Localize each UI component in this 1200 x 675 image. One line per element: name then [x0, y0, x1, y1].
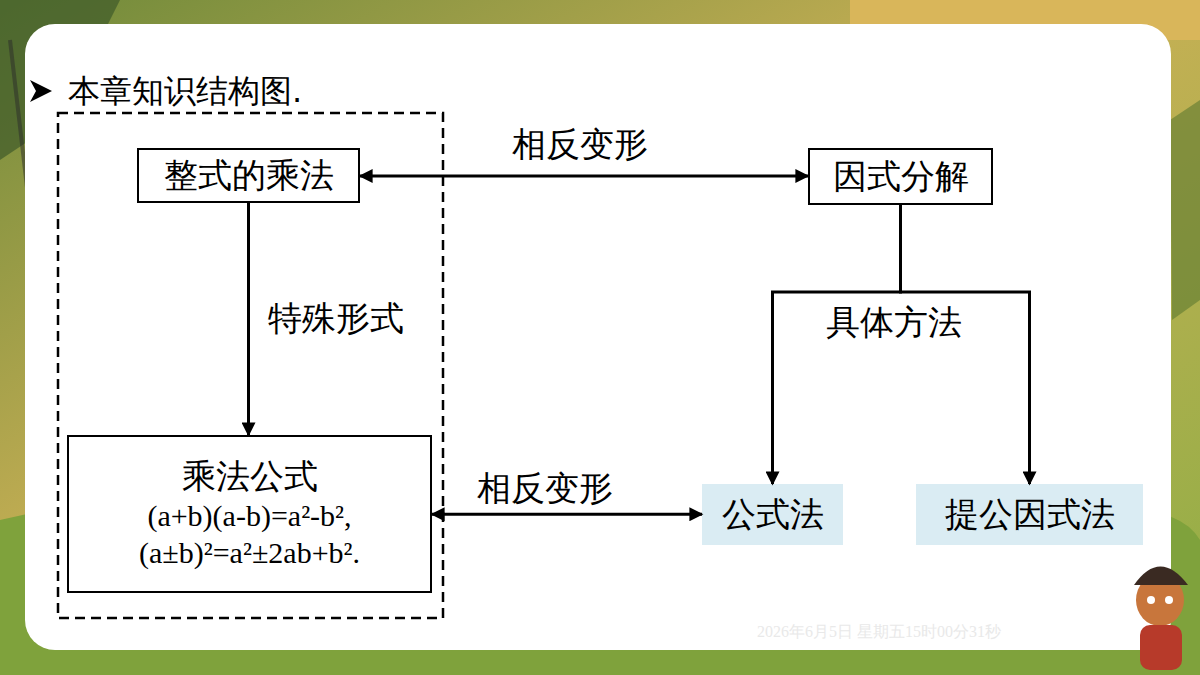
timestamp-watermark: 2026年6月5日 星期五15时00分31秒 — [757, 622, 1001, 643]
edge-label: 相反变形 — [512, 122, 648, 168]
mascot-eye — [1147, 596, 1155, 604]
edge-label: 具体方法 — [826, 300, 962, 346]
formula-box: 乘法公式(a+b)(a-b)=a²-b², (a±b)²=a²±2ab+b². — [67, 435, 432, 593]
node-label: 因式分解 — [833, 156, 969, 197]
chart-title: 本章知识结构图. — [68, 70, 302, 114]
mascot-hair — [1134, 567, 1188, 586]
bullet-arrow — [30, 80, 52, 102]
node-label: 整式的乘法 — [164, 155, 334, 196]
mascot-eye — [1165, 596, 1173, 604]
method-box: 公式法 — [702, 484, 843, 545]
connector-arrow — [360, 175, 808, 178]
process-box: 整式的乘法 — [137, 148, 360, 203]
edge-label: 相反变形 — [477, 466, 613, 512]
connector-arrow — [432, 513, 702, 516]
content-card — [25, 24, 1171, 650]
node-label: 乘法公式 — [182, 456, 318, 497]
scene-foliage — [1170, 100, 1200, 320]
process-box: 因式分解 — [808, 148, 993, 205]
node-label: 提公因式法 — [945, 494, 1115, 535]
mascot-body — [1140, 625, 1182, 670]
formula-text: (a+b)(a-b)=a²-b², (a±b)²=a²±2ab+b². — [77, 497, 422, 572]
node-label: 公式法 — [722, 494, 824, 535]
method-box: 提公因式法 — [916, 484, 1143, 545]
mascot-figure — [1134, 567, 1188, 671]
connector-arrow — [247, 203, 250, 435]
dashed-group-frame — [58, 113, 443, 618]
connector-arrow — [773, 205, 901, 484]
connector-arrow — [901, 205, 1030, 484]
edge-label: 特殊形式 — [268, 296, 404, 342]
